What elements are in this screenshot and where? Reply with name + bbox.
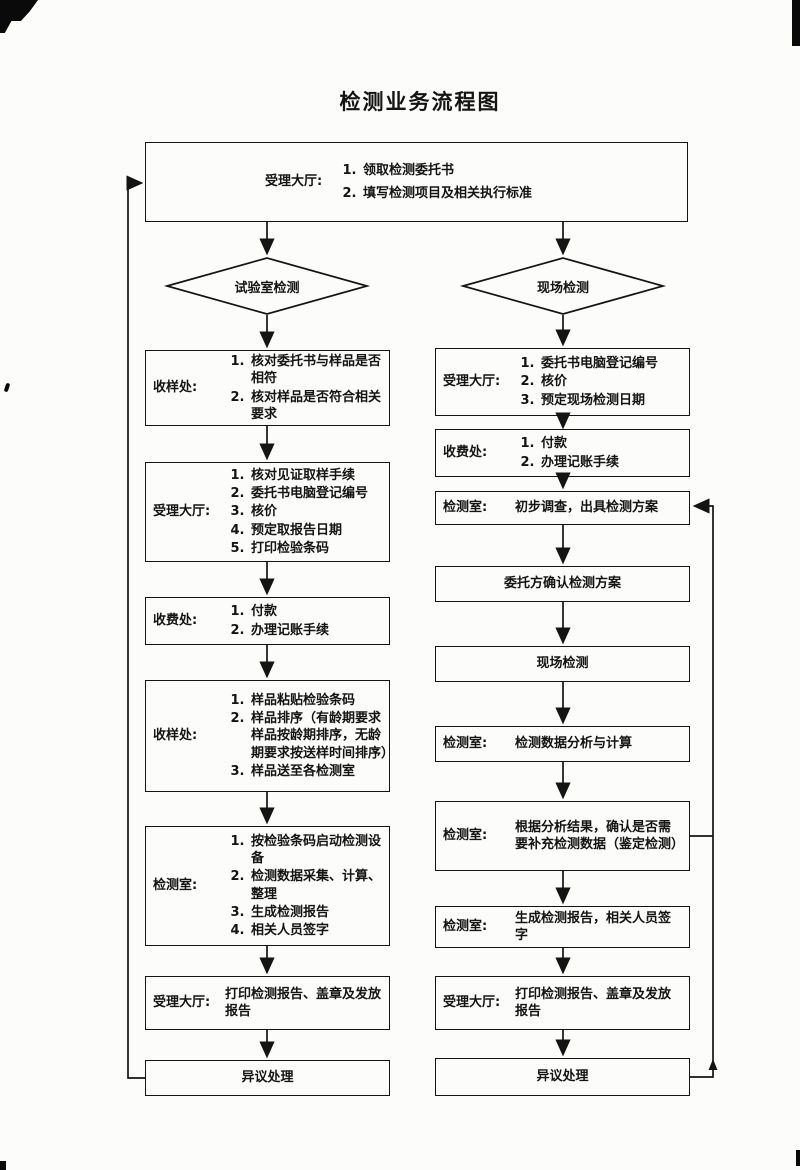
list-item: 核对委托书与样品是否相符 [249, 353, 389, 387]
feedback-right-objection [690, 498, 714, 1078]
node-items: 付款 办理记账手续 [515, 434, 689, 471]
diamond-lab-testing [163, 257, 371, 315]
extra-arrowheads [708, 1059, 718, 1070]
list-item: 样品送至各检测室 [249, 763, 389, 780]
list-item: 核价 [539, 373, 689, 390]
node-label: 收样处: [153, 728, 198, 744]
node-label: 受理大厅: [443, 374, 501, 390]
node-label: 受理大厅: [443, 995, 501, 1011]
scan-artifact-top-right [792, 0, 800, 46]
list-item: 办理记账手续 [249, 622, 389, 639]
list-item: 核对见证取样手续 [249, 467, 389, 484]
node-label: 检测室: [443, 828, 488, 844]
node-supplementary-check: 检测室: 根据分析结果，确认是否需要补充检测数据（鉴定检测） [435, 801, 690, 871]
node-items: 委托书电脑登记编号 核价 预定现场检测日期 [515, 354, 689, 409]
node-text: 现场检测 [536, 656, 589, 672]
list-item: 填写检测项目及相关执行标准 [361, 185, 687, 202]
list-item: 样品排序（有龄期要求样品按龄期排序，无龄期要求按送样时间排序） [249, 710, 394, 761]
feedback-left-objection [126, 175, 145, 1079]
list-item: 委托书电脑登记编号 [539, 355, 689, 372]
scan-artifact-bottom-left [0, 1161, 6, 1170]
node-label: 受理大厅: [265, 174, 323, 190]
list-item: 相关人员签字 [249, 922, 389, 939]
node-text: 初步调查，出具检测方案 [515, 500, 659, 516]
node-items: 核对见证取样手续 委托书电脑登记编号 核价 预定取报告日期 打印检验条码 [225, 466, 389, 558]
node-label: 收样处: [153, 380, 198, 396]
decision-lab-testing-label: 试验室检测 [234, 280, 300, 296]
node-items: 付款 办理记账手续 [225, 602, 389, 639]
node-label: 收费处: [153, 613, 198, 629]
node-reception-hall-intake: 受理大厅: 领取检测委托书 填写检测项目及相关执行标准 [145, 142, 688, 222]
node-label: 受理大厅: [153, 995, 211, 1011]
list-item: 核价 [249, 503, 389, 520]
node-text: 异议处理 [536, 1069, 589, 1085]
node-items: 领取检测委托书 填写检测项目及相关执行标准 [337, 156, 687, 208]
node-items: 核对委托书与样品是否相符 核对样品是否符合相关要求 [225, 352, 389, 424]
node-reception-onsite-registration: 受理大厅: 委托书电脑登记编号 核价 预定现场检测日期 [435, 348, 690, 416]
scan-artifact-bottom-right [796, 1150, 800, 1166]
list-item: 委托书电脑登记编号 [249, 485, 389, 502]
node-sample-desk-verify: 收样处: 核对委托书与样品是否相符 核对样品是否符合相关要求 [145, 350, 390, 426]
node-data-analysis: 检测室: 检测数据分析与计算 [435, 726, 690, 762]
node-cashier-right: 收费处: 付款 办理记账手续 [435, 429, 690, 477]
list-item: 按检验条码启动检测设备 [249, 833, 389, 867]
list-item: 检测数据采集、计算、整理 [249, 868, 389, 902]
node-lab-testing-process: 检测室: 按检验条码启动检测设备 检测数据采集、计算、整理 生成检测报告 相关人… [145, 826, 390, 946]
node-text: 检测数据分析与计算 [515, 736, 633, 752]
list-item: 办理记账手续 [539, 454, 689, 471]
node-sample-desk-barcode: 收样处: 样品粘贴检验条码 样品排序（有龄期要求样品按龄期排序，无龄期要求按送样… [145, 680, 394, 792]
node-text: 异议处理 [241, 1070, 294, 1086]
node-generate-report-right: 检测室: 生成检测报告，相关人员签字 [435, 906, 690, 948]
node-text: 打印检测报告、盖章及发放报告 [225, 986, 382, 1019]
list-item: 预定现场检测日期 [539, 392, 689, 409]
node-cashier-left: 收费处: 付款 办理记账手续 [145, 597, 390, 645]
node-text: 打印检测报告、盖章及发放报告 [515, 986, 672, 1019]
node-items: 按检验条码启动检测设备 检测数据采集、计算、整理 生成检测报告 相关人员签字 [225, 832, 389, 940]
list-item: 生成检测报告 [249, 904, 389, 921]
flow-arrows [126, 175, 714, 1079]
node-label: 检测室: [443, 919, 488, 935]
list-item: 样品粘贴检验条码 [249, 692, 389, 709]
node-print-report-right: 受理大厅: 打印检测报告、盖章及发放报告 [435, 976, 690, 1030]
node-items: 样品粘贴检验条码 样品排序（有龄期要求样品按龄期排序，无龄期要求按送样时间排序）… [225, 691, 394, 781]
list-item: 核对样品是否符合相关要求 [249, 389, 389, 423]
page-title: 检测业务流程图 [339, 90, 501, 114]
list-item: 付款 [539, 435, 689, 452]
decision-onsite-testing-label: 现场检测 [536, 280, 589, 296]
node-client-confirm-plan: 委托方确认检测方案 [435, 566, 690, 602]
node-onsite-testing: 现场检测 [435, 646, 690, 682]
list-item: 付款 [249, 603, 389, 620]
node-reception-registration: 受理大厅: 核对见证取样手续 委托书电脑登记编号 核价 预定取报告日期 打印检验… [145, 462, 390, 562]
list-item: 领取检测委托书 [361, 162, 687, 179]
node-label: 受理大厅: [153, 504, 211, 520]
list-item: 预定取报告日期 [249, 522, 389, 539]
diamond-onsite-testing [459, 257, 667, 315]
list-item: 打印检验条码 [249, 540, 389, 557]
node-preliminary-survey: 检测室: 初步调查，出具检测方案 [435, 491, 690, 525]
node-label: 检测室: [153, 878, 198, 894]
node-label: 检测室: [443, 736, 488, 752]
up-arrowhead-right-feedback [708, 1059, 718, 1070]
node-text: 生成检测报告，相关人员签字 [515, 910, 672, 943]
node-objection-right: 异议处理 [435, 1058, 690, 1096]
node-label: 检测室: [443, 500, 488, 516]
node-label: 收费处: [443, 445, 488, 461]
node-text: 委托方确认检测方案 [503, 576, 621, 592]
node-text: 根据分析结果，确认是否需要补充检测数据（鉴定检测） [515, 819, 685, 852]
node-objection-left: 异议处理 [145, 1060, 390, 1096]
node-print-report-left: 受理大厅: 打印检测报告、盖章及发放报告 [145, 976, 390, 1030]
